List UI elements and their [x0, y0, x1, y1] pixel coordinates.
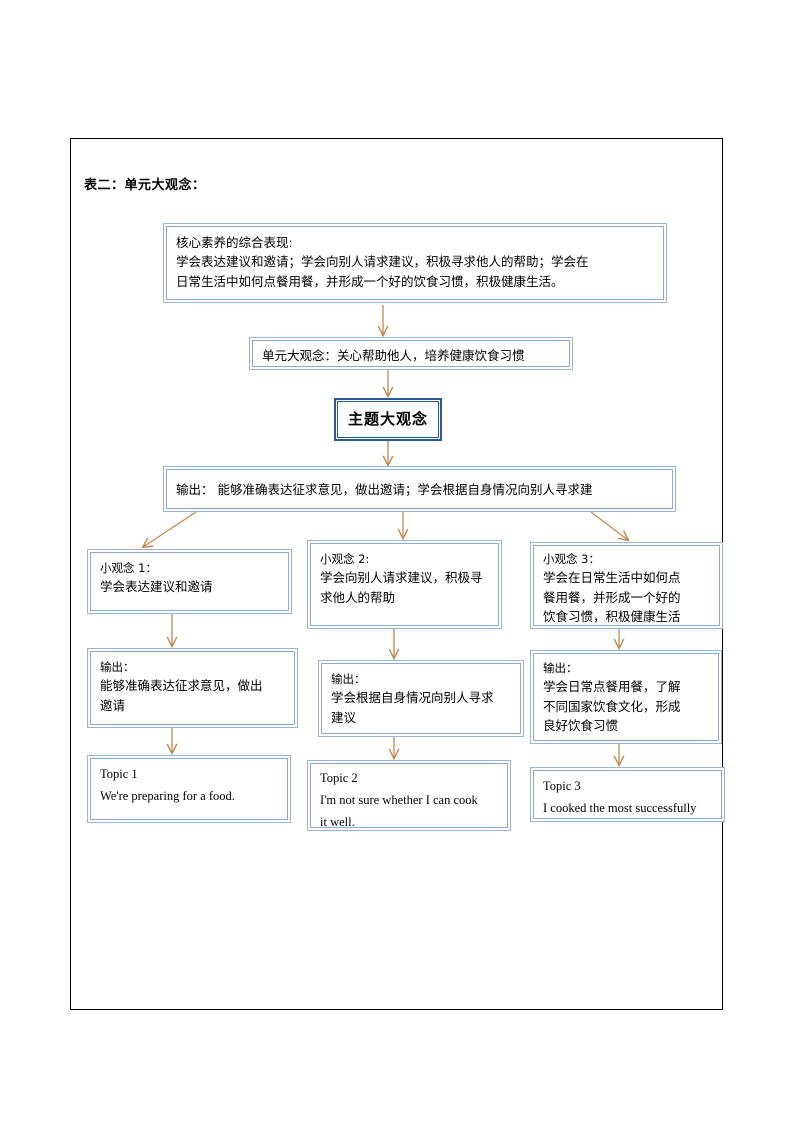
sub-idea-2-box[interactable]: 小观念 2: 学会向别人请求建议，积极寻 求他人的帮助 [307, 540, 502, 629]
output-1-box[interactable]: 输出： 能够准确表达征求意见，做出 邀请 [87, 648, 298, 728]
topic-3-heading: Topic 3 [543, 779, 581, 793]
output-1-heading: 输出： [100, 660, 135, 674]
output-3-box[interactable]: 输出： 学会日常点餐用餐，了解 不同国家饮食文化，形成 良好饮食习惯 [530, 650, 722, 744]
sub-idea-1-body: 学会表达建议和邀请 [100, 579, 213, 595]
topic-3-box[interactable]: Topic 3 I cooked the most successfully [530, 767, 725, 822]
output-main-text: 输出： 能够准确表达征求意见，做出邀请；学会根据自身情况向别人寻求建 [176, 482, 593, 497]
unit-big-idea-text: 单元大观念：关心帮助他人，培养健康饮食习惯 [262, 348, 525, 363]
output-2-heading: 输出： [331, 672, 366, 686]
sub-idea-1-box[interactable]: 小观念 1： 学会表达建议和邀请 [87, 549, 292, 614]
topic-1-heading: Topic 1 [100, 767, 138, 781]
sub-idea-3-heading: 小观念 3： [543, 552, 600, 566]
topic-2-box[interactable]: Topic 2 I'm not sure whether I can cook … [307, 760, 511, 831]
page-title: 表二：单元大观念： [84, 177, 206, 192]
core-literacy-box[interactable]: 核心素养的综合表现: 学会表达建议和邀请；学会向别人请求建议，积极寻求他人的帮助… [163, 223, 667, 303]
topic-2-body: I'm not sure whether I can cook it well. [320, 792, 478, 829]
topic-2-heading: Topic 2 [320, 771, 358, 785]
output-2-box[interactable]: 输出： 学会根据自身情况向别人寻求 建议 [318, 660, 524, 737]
output-2-body: 学会根据自身情况向别人寻求 建议 [331, 690, 494, 725]
topic-3-body: I cooked the most successfully [543, 800, 697, 815]
sub-idea-3-body: 学会在日常生活中如何点 餐用餐，并形成一个好的 饮食习惯，积极健康生活 [543, 570, 681, 625]
unit-big-idea-box[interactable]: 单元大观念：关心帮助他人，培养健康饮食习惯 [249, 337, 573, 370]
theme-big-idea-box[interactable]: 主题大观念 [334, 398, 442, 441]
output-main-box[interactable]: 输出： 能够准确表达征求意见，做出邀请；学会根据自身情况向别人寻求建 [163, 466, 676, 512]
theme-big-idea-text: 主题大观念 [347, 409, 428, 428]
topic-1-body: We're preparing for a food. [100, 788, 235, 803]
output-3-heading: 输出： [543, 661, 578, 675]
output-1-body: 能够准确表达征求意见，做出 邀请 [100, 678, 263, 713]
sub-idea-1-heading: 小观念 1： [100, 561, 157, 575]
sub-idea-2-heading: 小观念 2: [320, 552, 370, 566]
topic-1-box[interactable]: Topic 1 We're preparing for a food. [87, 755, 291, 823]
core-literacy-heading: 核心素养的综合表现: [176, 235, 293, 250]
sub-idea-3-box[interactable]: 小观念 3： 学会在日常生活中如何点 餐用餐，并形成一个好的 饮食习惯，积极健康… [530, 542, 723, 629]
core-literacy-body: 学会表达建议和邀请；学会向别人请求建议，积极寻求他人的帮助；学会在 日常生活中如… [176, 254, 589, 289]
output-3-body: 学会日常点餐用餐，了解 不同国家饮食文化，形成 良好饮食习惯 [543, 679, 681, 734]
sub-idea-2-body: 学会向别人请求建议，积极寻 求他人的帮助 [320, 570, 483, 605]
